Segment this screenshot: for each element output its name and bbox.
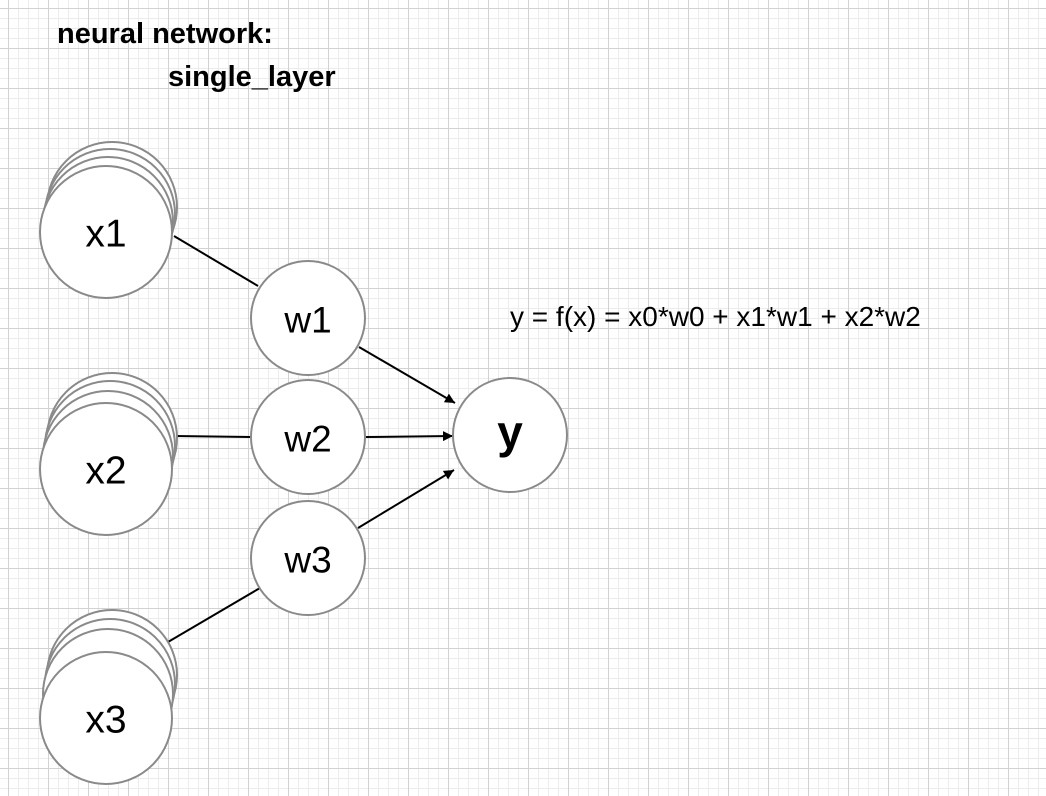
edge-w1-y [358,346,456,404]
output-formula: y = f(x) = x0*w0 + x1*w1 + x2*w2 [510,301,921,332]
input-node-x2: x2 [39,372,178,536]
input-node-x2-label: x2 [85,450,126,493]
weight-node-w3-label: w3 [283,540,331,581]
output-node-y: y [452,377,568,493]
input-node-x1: x1 [39,141,178,299]
input-node-x3-label: x3 [85,699,126,742]
input-node-x3: x3 [39,609,178,785]
weight-node-w1: w1 [250,260,366,376]
edge-x3-w3 [167,587,261,643]
diagram-title-line-2: single_layer [168,61,336,93]
weight-node-w2-label: w2 [283,419,331,460]
edge-w3-y [357,469,455,529]
edge-x2-w2 [173,435,252,438]
weight-node-w3: w3 [250,500,366,616]
edge-w2-y [365,431,454,442]
output-node-y-label: y [497,406,523,458]
weight-node-w2: w2 [250,379,366,495]
diagram-title-line-1: neural network: [57,18,273,50]
input-node-x1-label: x1 [85,213,126,256]
edge-x1-w1 [173,235,259,287]
weight-node-w1-label: w1 [283,300,331,341]
